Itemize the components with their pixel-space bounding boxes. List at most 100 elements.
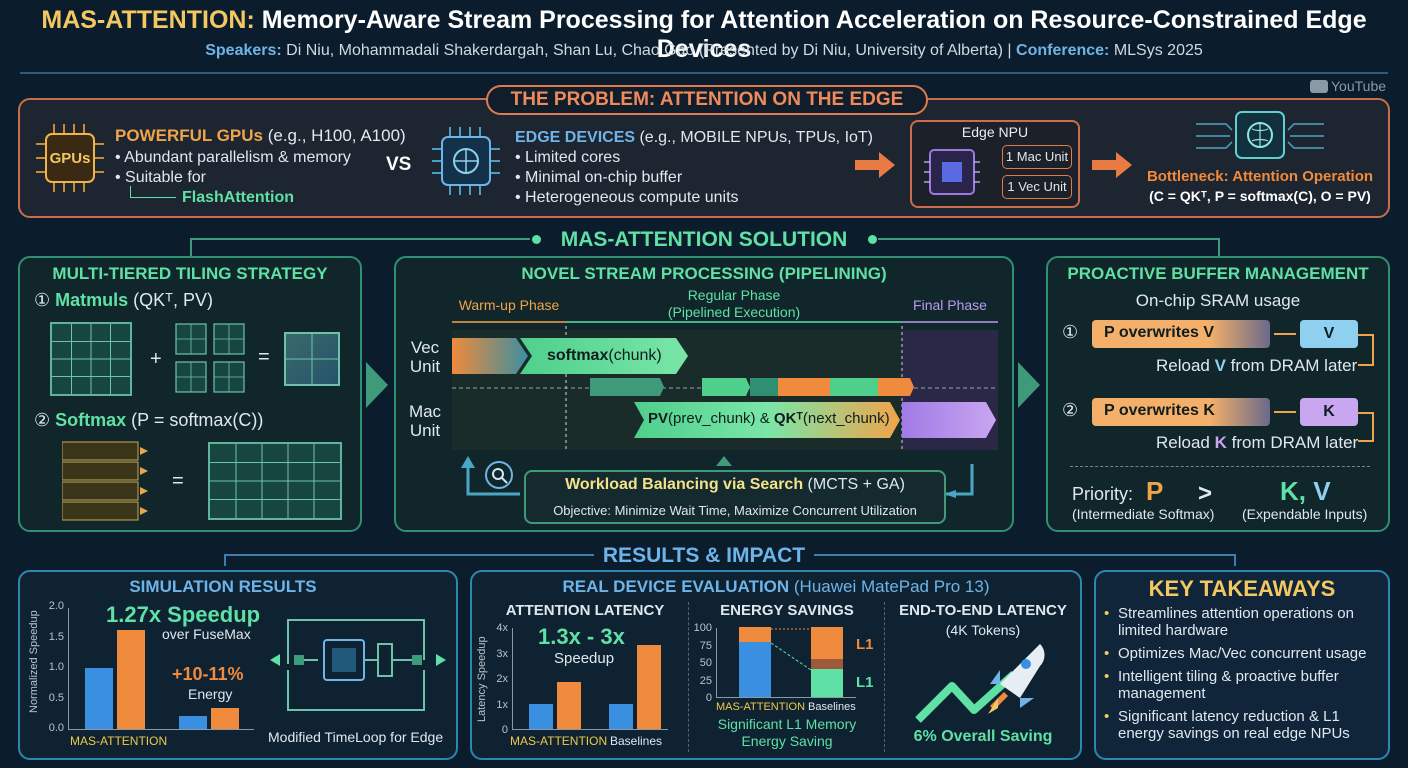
item1-name: Matmuls [55, 290, 129, 310]
speakers-label: Speakers: [205, 42, 282, 59]
y-tick-label: 0.0 [48, 722, 64, 734]
page-title: MAS-ATTENTION: Memory-Aware Stream Proce… [0, 6, 1408, 64]
energy-title: ENERGY SAVINGS [720, 602, 854, 619]
matrix-b [174, 322, 246, 394]
solution-title: MAS-ATTENTION SOLUTION [530, 226, 878, 254]
objective-label: Objective: Minimize Wait Time, Maximize … [553, 503, 917, 518]
y-tick-label: 0 [501, 724, 508, 736]
edge-heading: EDGE DEVICES (e.g., MOBILE NPUs, TPUs, I… [515, 128, 873, 148]
warmup-label: Warm-up Phase [458, 297, 560, 313]
y-tick-label: 1.0 [48, 661, 64, 673]
bullet-icon: • [1104, 605, 1110, 622]
title-rest: Memory-Aware Stream Processing for Atten… [254, 6, 1367, 63]
e2e-title: END-TO-END LATENCY [899, 602, 1067, 619]
latency-big: 1.3x - 3x [538, 624, 625, 649]
gpu-chip-label: GPUs [49, 150, 91, 167]
buffer-panel [1046, 256, 1390, 532]
energy-l1-top: L1 [856, 636, 874, 653]
latency-title: ATTENTION LATENCY [505, 602, 665, 619]
tiling-item-2: ② Softmax (P = softmax(C)) [34, 410, 263, 431]
edge-point-3: • Heterogeneous compute units [515, 189, 739, 206]
simulation-title: SIMULATION RESULTS [129, 577, 317, 596]
sim-speedup: 1.27x Speedup [106, 602, 261, 627]
final-label: Final Phase [913, 297, 987, 313]
speakers-line: Speakers: Di Niu, Mohammadali Shakerdarg… [0, 42, 1408, 60]
bottleneck-label: Bottleneck: Attention Operation [1146, 168, 1374, 185]
softmax-bold: softmax [547, 347, 609, 364]
chart-bar [811, 627, 843, 659]
y-tick-label: 3x [496, 647, 508, 660]
buffer-subtitle: On-chip SRAM usage [1135, 291, 1301, 310]
sim-speedup-sub: over FuseMax [162, 626, 251, 642]
conference: MLSys 2025 [1109, 42, 1203, 59]
sim-ylabel: Normalized Speedup [28, 610, 40, 714]
balancing-label: Workload Balancing via Search (MCTS + GA… [524, 476, 946, 494]
chart-bar [557, 681, 581, 729]
energy-x1: MAS-ATTENTION [716, 701, 806, 713]
bullet-icon: • [1104, 668, 1110, 685]
pipeline-timeline [402, 316, 1012, 450]
v-block: V [1300, 320, 1358, 348]
item2-args: (P = softmax(C)) [126, 410, 264, 430]
chart-bar [739, 642, 771, 697]
latency-ylabel: Latency Speedup [476, 636, 488, 722]
feedback-arrows [458, 454, 988, 510]
bottleneck-formula: (C = QKᵀ, P = softmax(C), O = PV) [1149, 188, 1371, 204]
edge-point-1: • Limited cores [515, 149, 621, 166]
priority-label: Priority: [1072, 484, 1134, 504]
chart-bar [211, 708, 239, 729]
vec-unit-box: 1 Vec Unit [1002, 175, 1072, 199]
chart-bar [739, 627, 771, 643]
latency-sub: Speedup [554, 650, 615, 667]
edge-chip-icon [430, 125, 502, 197]
reload-v-arrow [1358, 334, 1374, 366]
chart-bar [529, 703, 553, 729]
takeaways-title: KEY TAKEAWAYS [1148, 576, 1336, 601]
vec-label-line1: Vec [410, 338, 440, 357]
gpu-point-1: • Abundant parallelism & memory [115, 149, 351, 166]
softmax-input-matrix [61, 440, 152, 524]
energy-note-1: Significant L1 Memory [717, 716, 857, 732]
latency-x2: Baselines [610, 734, 663, 748]
conference-label: Conference: [1016, 42, 1110, 59]
problem-panel [18, 98, 1390, 218]
stream-title: NOVEL STREAM PROCESSING (PIPELINING) [521, 264, 887, 283]
bullet-icon: • [1104, 645, 1110, 662]
reload1-b: V [1214, 356, 1226, 375]
priority-kv-note: (Expendable Inputs) [1242, 506, 1368, 522]
equals-sign-1: = [258, 346, 270, 368]
priority-p: P [1146, 476, 1164, 506]
mac-label-line2: Unit [409, 421, 441, 440]
youtube-watermark[interactable]: YouTube [1310, 78, 1386, 94]
item1-num: ① [34, 290, 51, 310]
takeaway-1-line-1: Streamlines attention operations on [1118, 605, 1354, 622]
y-tick-label: 100 [693, 622, 712, 634]
chevron-right-icon-2 [1016, 360, 1044, 415]
vs-label: VS [386, 154, 412, 175]
p-overwrites-k: P overwrites K [1104, 402, 1215, 419]
y-tick-label: 1.5 [48, 630, 64, 643]
chart-bar [811, 669, 843, 697]
device-title-row: REAL DEVICE EVALUATION (Huawei MatePad P… [470, 577, 1082, 597]
youtube-icon [1310, 80, 1328, 93]
y-tick-label: 4x [496, 622, 508, 634]
energy-x2: Baselines [808, 701, 856, 713]
e2e-saving: 6% Overall Saving [913, 728, 1053, 745]
p-overwrites-k-bar [1092, 398, 1270, 426]
reload2-c: from DRAM later [1226, 433, 1359, 452]
reload1-c: from DRAM later [1225, 356, 1358, 375]
pv-qk-label: PV(prev_chunk) & QKᵀ(next_chunk) [648, 410, 890, 427]
y-tick-label: 0.5 [48, 691, 64, 704]
e2e-sub: (4K Tokens) [945, 622, 1021, 638]
youtube-label: YouTube [1331, 78, 1387, 94]
flash-arrow [130, 186, 176, 198]
tiling-item-1: ① Matmuls (QKᵀ, PV) [34, 290, 213, 311]
y-tick-label: 2.0 [48, 600, 64, 612]
item2-num: ② [34, 410, 51, 430]
